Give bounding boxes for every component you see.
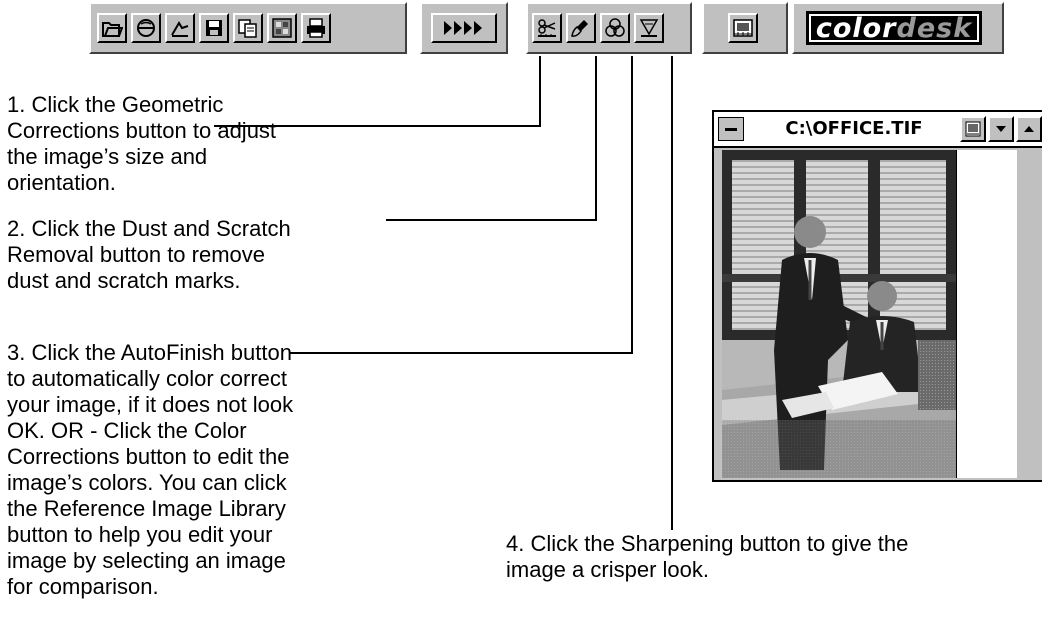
logo-part-desk: desk xyxy=(896,12,973,44)
geometric-corrections-button[interactable] xyxy=(532,13,562,43)
image-properties-button[interactable] xyxy=(960,116,986,142)
reference-image-library-icon xyxy=(733,19,753,37)
fast-forward-icon xyxy=(444,21,482,35)
thumbnail-button[interactable] xyxy=(267,13,297,43)
sharpening-button[interactable] xyxy=(634,13,664,43)
scan-icon xyxy=(137,19,155,37)
minimize-button[interactable] xyxy=(988,116,1014,142)
logo-part-color: color xyxy=(815,12,897,44)
maximize-icon xyxy=(1024,126,1034,132)
tools-toolbar xyxy=(526,2,692,54)
autofinish-icon xyxy=(605,18,625,37)
image-window-title: C:\OFFICE.TIF xyxy=(785,118,923,139)
copy-icon xyxy=(238,19,257,38)
callout-dust-scratch-removal: 2. Click the Dust and Scratch Removal bu… xyxy=(7,216,291,293)
geometric-corrections-icon xyxy=(538,19,556,37)
system-menu-button[interactable] xyxy=(718,117,744,141)
zoom-icon xyxy=(171,21,189,37)
photo-icon xyxy=(965,121,981,137)
leader-line-step3 xyxy=(290,56,633,354)
leader-line-step2 xyxy=(386,56,597,221)
reference-image-library-button[interactable] xyxy=(728,13,758,43)
file-toolbar xyxy=(89,2,407,54)
zoom-button[interactable] xyxy=(165,13,195,43)
step-toolbar xyxy=(420,2,508,54)
minus-icon xyxy=(725,127,737,131)
image-window-margin xyxy=(956,150,1017,478)
maximize-button[interactable] xyxy=(1016,116,1042,142)
sharpening-icon xyxy=(639,19,659,37)
scan-button[interactable] xyxy=(131,13,161,43)
callout-sharpening: 4. Click the Sharpening button to give t… xyxy=(506,531,909,582)
minimize-icon xyxy=(996,126,1006,132)
autofinish-button[interactable] xyxy=(600,13,630,43)
print-button[interactable] xyxy=(301,13,331,43)
library-toolbar xyxy=(702,2,788,54)
open-button[interactable] xyxy=(97,13,127,43)
open-icon xyxy=(102,22,123,37)
image-canvas[interactable] xyxy=(722,150,956,478)
callout-geometric-corrections: 1. Click the Geometric Corrections butto… xyxy=(7,92,277,195)
step-forward-button[interactable] xyxy=(431,13,497,43)
dust-scratch-removal-button[interactable] xyxy=(566,13,596,43)
callout-autofinish: 3. Click the AutoFinish button to automa… xyxy=(7,340,294,599)
dust-scratch-removal-icon xyxy=(571,20,588,37)
copy-button[interactable] xyxy=(233,13,263,43)
print-icon xyxy=(307,18,325,38)
save-button[interactable] xyxy=(199,13,229,43)
image-window: C:\OFFICE.TIF xyxy=(712,110,1042,482)
office-photo xyxy=(722,150,956,478)
save-icon xyxy=(206,20,222,36)
thumbnail-icon xyxy=(272,18,292,38)
image-window-titlebar[interactable]: C:\OFFICE.TIF xyxy=(714,112,1042,148)
